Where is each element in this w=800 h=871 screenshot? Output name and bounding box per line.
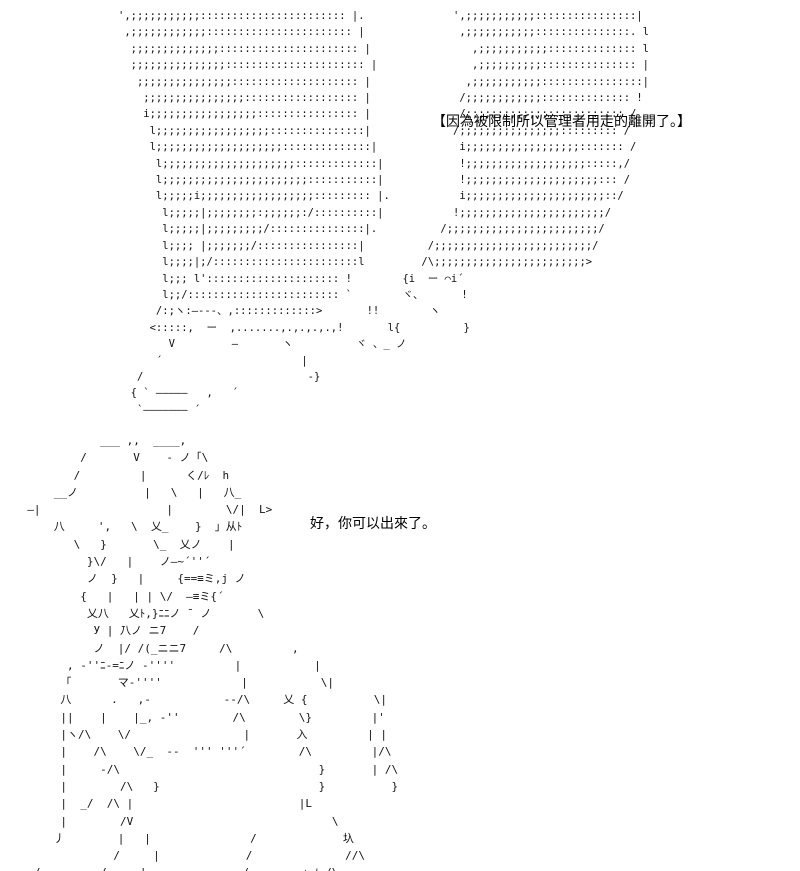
ascii-art-character: ___ ,, ____, / V - ノ「\ / | く/ﾚ h __ノ | \… xyxy=(27,434,399,871)
ascii-art-panel-top: ',;;;;;;;;;;;::::::::::::::::::::::: |. … xyxy=(0,0,800,420)
ascii-art-legs: ',;;;;;;;;;;;::::::::::::::::::::::: |. … xyxy=(118,10,650,416)
caption-top: 【因為被限制所以管理者用走的離開了。】 xyxy=(432,114,691,130)
caption-bottom: 好，你可以出來了。 xyxy=(310,516,436,532)
ascii-art-panel-bottom: ___ ,, ____, / V - ノ「\ / | く/ﾚ h __ノ | \… xyxy=(0,420,800,871)
